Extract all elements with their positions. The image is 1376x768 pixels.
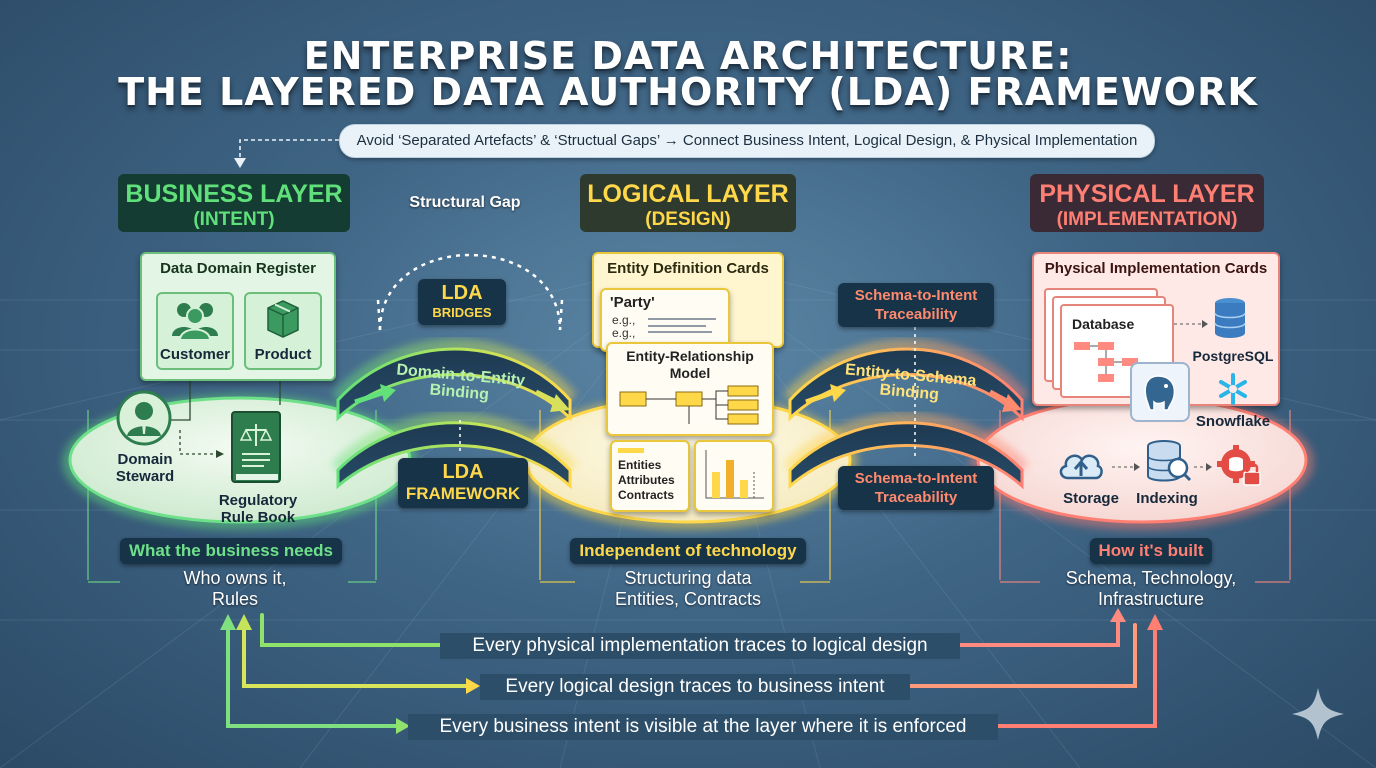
domain-steward-icon	[116, 390, 172, 446]
data-domain-register-card: Data Domain Register Customer Product	[140, 252, 336, 381]
page-title-line-1: ENTERPRISE DATA ARCHITECTURE:	[303, 34, 1073, 78]
logical-desc-line-1: Structuring data	[624, 568, 752, 588]
sparkle-icon	[1292, 688, 1344, 740]
logical-layer-title: LOGICAL LAYER	[587, 180, 789, 208]
rulebook-icon	[231, 411, 281, 483]
database-cylinder-icon	[1214, 298, 1246, 338]
business-layer-title: BUSINESS LAYER	[125, 180, 343, 208]
lda-bridges-title: LDA	[441, 282, 483, 304]
data-domain-register-title: Data Domain Register	[160, 260, 316, 277]
entity-definition-title: Entity Definition Cards	[607, 260, 769, 277]
product-tile[interactable]: Product	[244, 292, 322, 370]
schema-intent-trace-bottom: Schema-to-Intent Traceability	[838, 466, 994, 510]
trace-statement-2: Every logical design traces to business …	[480, 674, 910, 700]
trace-statement-3: Every business intent is visible at the …	[408, 714, 998, 740]
logical-desc-line-2: Entities, Contracts	[614, 589, 762, 609]
snowflake-icon	[1219, 373, 1247, 405]
domain-steward-label: Domain Steward	[115, 451, 175, 485]
party-eg-1: e.g.,	[612, 313, 636, 327]
structural-gap-label: Structural Gap	[409, 194, 521, 211]
physical-layer-title: PHYSICAL LAYER	[1039, 180, 1255, 208]
physical-desc-line-1: Schema, Technology,	[1065, 568, 1237, 588]
bar-chart-icon	[705, 450, 764, 499]
postgres-logo-tile[interactable]	[1130, 362, 1190, 422]
lda-framework-badge: LDA FRAMEWORK	[398, 458, 528, 508]
trace-statement-1: Every physical implementation traces to …	[440, 633, 960, 659]
snowflake-label: Snowflake	[1195, 413, 1271, 430]
box-icon	[267, 300, 299, 338]
entities-list-card: Entities Attributes Contracts	[610, 440, 690, 512]
indexing-icon	[1147, 440, 1192, 482]
physical-layer-header: PHYSICAL LAYER (IMPLEMENTATION)	[1030, 174, 1264, 232]
storage-cloud-icon	[1059, 454, 1103, 480]
business-layer-header: BUSINESS LAYER (INTENT)	[118, 174, 350, 232]
logical-caption: Independent of technology	[570, 538, 806, 564]
party-eg-2: e.g.,	[612, 326, 636, 340]
physical-desc-line-2: Infrastructure	[1097, 589, 1205, 609]
physical-impl-title: Physical Implementation Cards	[1044, 260, 1268, 277]
physical-caption: How it's built	[1090, 538, 1212, 564]
erm-card: Entity-Relationship Model	[606, 342, 774, 436]
business-desc-line-1: Who owns it,	[183, 568, 287, 588]
postgres-elephant-icon	[1144, 375, 1176, 411]
metrics-card	[694, 440, 774, 512]
indexing-label: Indexing	[1136, 490, 1198, 507]
customer-tile[interactable]: Customer	[156, 292, 234, 370]
schema-intent-trace-top: Schema-to-Intent Traceability	[838, 283, 994, 327]
product-label: Product	[254, 346, 312, 363]
mini-list-1: Attributes	[618, 473, 675, 487]
mini-list-2: Contracts	[618, 488, 675, 502]
banner-arrow-head	[234, 158, 246, 168]
db-to-postgres-arrow	[1174, 320, 1208, 328]
business-layer-subtitle: (INTENT)	[193, 208, 275, 230]
storage-label: Storage	[1063, 490, 1119, 507]
physical-layer-subtitle: (IMPLEMENTATION)	[1056, 208, 1238, 230]
physical-disk	[970, 394, 1314, 530]
customer-label: Customer	[159, 346, 230, 363]
left-bridge	[331, 338, 577, 490]
business-desc-line-2: Rules	[211, 589, 259, 609]
structural-gap-arch	[378, 253, 562, 331]
users-icon	[172, 303, 218, 341]
lda-framework-title: LDA	[442, 461, 484, 483]
schema-diagram-icon	[1074, 342, 1138, 382]
banner-connector	[239, 139, 339, 162]
lda-framework-sub: FRAMEWORK	[405, 484, 521, 503]
business-caption: What the business needs	[120, 538, 342, 564]
erm-diagram-icon	[619, 385, 759, 425]
lda-bridges-sub: BRIDGES	[432, 305, 492, 320]
rulebook-label: Regulatory Rule Book	[218, 492, 298, 526]
database-label: Database	[1072, 316, 1135, 332]
goal-banner: Avoid ‘Separated Artefacts’ & ‘Structual…	[339, 124, 1155, 158]
party-card: 'Party' e.g., e.g.,	[600, 288, 730, 352]
trace-arrowheads	[220, 608, 1163, 734]
logical-layer-subtitle: (DESIGN)	[645, 208, 731, 230]
trace-lines	[226, 613, 1157, 728]
party-label: 'Party'	[610, 294, 655, 311]
security-gear-icon	[1217, 445, 1261, 486]
logical-layer-header: LOGICAL LAYER (DESIGN)	[580, 174, 796, 232]
lda-bridges-badge: LDA BRIDGES	[418, 279, 506, 325]
party-lines-icon	[648, 318, 716, 333]
erm-label: Entity-Relationship Model	[626, 348, 754, 381]
postgresql-label: PostgreSQL	[1192, 348, 1274, 364]
right-bridge	[783, 320, 1029, 490]
page-title-line-2: THE LAYERED DATA AUTHORITY (LDA) FRAMEWO…	[118, 70, 1258, 114]
mini-list-0: Entities	[618, 458, 662, 472]
